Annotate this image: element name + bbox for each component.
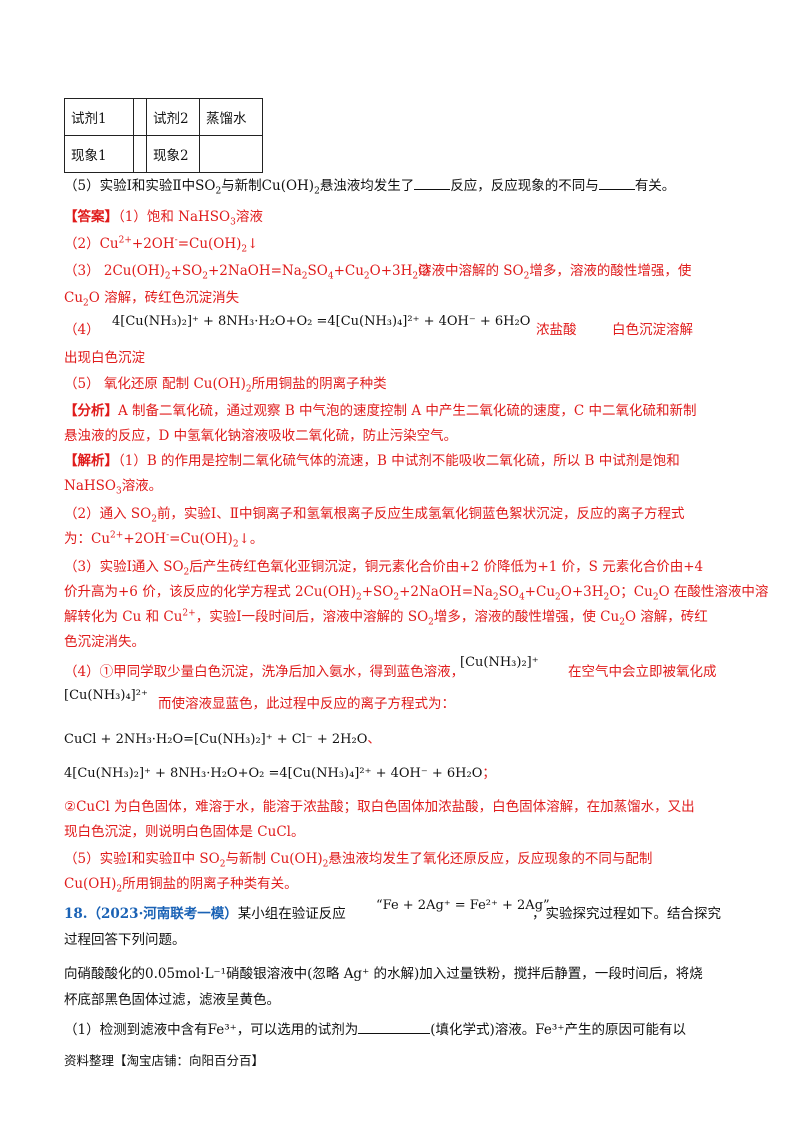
- table-cell: 试剂1: [64, 98, 134, 136]
- explain-p3-line3: 解转化为 Cu 和 Cu2+，实验Ⅰ一段时间后，溶液中溶解的 SO2增多，溶液的…: [64, 608, 708, 628]
- answer-line-2: （2）Cu2++2OH-=Cu(OH)2↓: [64, 235, 259, 255]
- table-cell: [199, 135, 263, 173]
- answer-reagent: 浓盐酸: [536, 322, 577, 338]
- question-5: （5）实验Ⅰ和实验Ⅱ中SO2与新制Cu(OH)2悬浊液均发生了反应，反应现象的不…: [64, 178, 676, 197]
- question-18: 18.（2023·河南联考一模）某小组在验证反应: [64, 906, 346, 922]
- table-cell: 蒸馏水: [199, 98, 263, 136]
- answer-phenomenon-cont: 出现白色沉淀: [64, 350, 145, 366]
- explain-p5-cont: Cu(OH)2所用铜盐的阴离子种类有关。: [64, 876, 298, 895]
- answer-equation: 4[Cu(NH₃)₂]⁺ + 8NH₃·H₂O+O₂ =4[Cu(NH₃)₄]²…: [112, 314, 531, 329]
- reagent-table: 试剂1 试剂2 蒸馏水 现象1 现象2: [64, 98, 263, 173]
- explain-p2-cont: 为：Cu2++2OH-=Cu(OH)2↓。: [64, 530, 264, 550]
- explain-p4-b: 在空气中会立即被氧化成: [568, 664, 717, 680]
- explain-p3: （3）实验Ⅰ通入 SO2后产生砖红色氧化亚铜沉淀，铜元素化合价由+2 价降低为+…: [64, 559, 704, 578]
- answer-line-5: （5） 氧化还原 配制 Cu(OH)2所用铜盐的阴离子种类: [64, 376, 387, 395]
- table-cell: 现象2: [146, 135, 200, 173]
- equation-1: CuCl + 2NH₃·H₂O=[Cu(NH₃)₂]⁺ + Cl⁻ + 2H₂O…: [64, 732, 381, 747]
- question-18-part1: （1）检测到滤液中含有Fe³⁺，可以选用的试剂为(填化学式)溶液。Fe³⁺产生的…: [64, 1022, 686, 1038]
- answer-line-3-cont: Cu2O 溶解，砖红色沉淀消失: [64, 290, 240, 309]
- answer-line-3: （3） 2Cu(OH)2+SO2+2NaOH=Na2SO4+Cu2O+3H2O: [64, 263, 430, 282]
- question-18-e: 杯底部黑色固体过滤，滤液呈黄色。: [64, 992, 280, 1008]
- table-cell: 现象1: [64, 135, 134, 173]
- explain-p3-line2: 价升高为+6 价，该反应的化学方程式 2Cu(OH)2+SO2+2NaOH=Na…: [64, 584, 769, 603]
- table-cell: [133, 135, 147, 173]
- analysis-line-1: 【分析】A 制备二氧化硫，通过观察 B 中气泡的速度控制 A 中产生二氧化硫的速…: [64, 403, 697, 419]
- explain-p3-line4: 色沉淀消失。: [64, 634, 145, 650]
- explain-p2: （2）通入 SO2前，实验Ⅰ、Ⅱ中铜离子和氢氧根离子反应生成氢氧化铜蓝色絮状沉淀…: [64, 506, 685, 525]
- explain-p1: 【解析】（1）B 的作用是控制二氧化硫气体的流速，B 中试剂不能吸收二氧化硫，所…: [64, 453, 680, 469]
- ion-formula: [Cu(NH₃)₄]²⁺: [64, 688, 148, 703]
- question-18-b: ，实验探究过程如下。结合探究: [532, 906, 721, 922]
- reaction-equation: “Fe + 2Ag⁺ = Fe²⁺ + 2Ag”: [376, 898, 550, 913]
- explain-p1-cont: NaHSO3溶液。: [64, 478, 163, 497]
- equation-2: 4[Cu(NH₃)₂]⁺ + 8NH₃·H₂O+O₂ =4[Cu(NH₃)₄]²…: [64, 766, 496, 781]
- answer-line-4-label: （4）: [64, 322, 100, 338]
- table-cell: 试剂2: [146, 98, 200, 136]
- answer-line-1: 【答案】（1）饱和 NaHSO3溶液: [64, 209, 263, 228]
- question-18-c: 过程回答下列问题。: [64, 932, 186, 948]
- explain-p4-c: 而使溶液显蓝色，此过程中反应的离子方程式为：: [158, 696, 455, 712]
- answer-line-3-reason: 溶液中溶解的 SO2增多，溶液的酸性增强，使: [418, 263, 692, 282]
- explain-p5: （5）实验Ⅰ和实验Ⅱ中 SO2与新制 Cu(OH)2悬浊液均发生了氧化还原反应，…: [64, 851, 653, 870]
- explain-p4-e: 现白色沉淀，则说明白色固体是 CuCl。: [64, 824, 305, 840]
- explain-p4-d: ②CuCl 为白色固体，难溶于水，能溶于浓盐酸；取白色固体加浓盐酸，白色固体溶解…: [64, 799, 695, 815]
- question-18-d: 向硝酸酸化的0.05mol·L⁻¹硝酸银溶液中(忽略 Ag⁺ 的水解)加入过量铁…: [64, 966, 703, 982]
- table-cell: [133, 98, 147, 136]
- analysis-line-2: 悬浊液的反应，D 中氢氧化钠溶液吸收二氧化硫，防止污染空气。: [64, 428, 458, 444]
- explain-p4: （4）①甲同学取少量白色沉淀，洗净后加入氨水，得到蓝色溶液，: [64, 664, 465, 680]
- answer-phenomenon: 白色沉淀溶解: [612, 322, 693, 338]
- footer-text: 资料整理【淘宝店铺：向阳百分百】: [64, 1053, 265, 1068]
- ion-formula: [Cu(NH₃)₂]⁺: [460, 655, 539, 670]
